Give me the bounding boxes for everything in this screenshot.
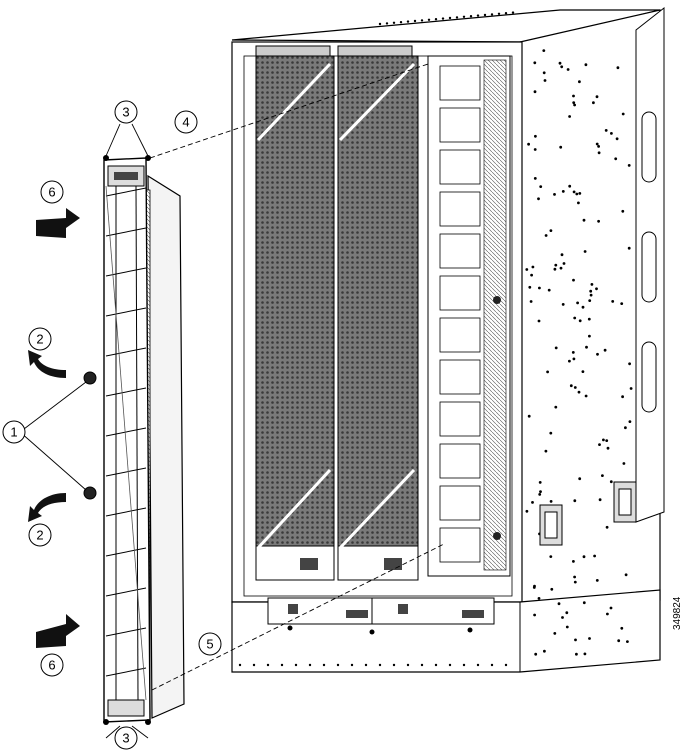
svg-text:5: 5	[206, 637, 213, 652]
rotate-arrow-icon	[28, 493, 66, 522]
callout-3-top: 3	[114, 100, 138, 124]
svg-text:1: 1	[10, 425, 17, 440]
alignment-guides	[149, 63, 445, 691]
fan-tray-assembly	[83, 155, 185, 725]
push-arrow-icon	[36, 614, 80, 648]
fan-tray-front-panel	[103, 157, 151, 723]
push-arrow-icon	[36, 208, 80, 238]
chassis-rivets	[238, 11, 633, 667]
callout-2-top: 2	[28, 327, 52, 351]
fan-bay-slot	[427, 55, 511, 577]
svg-text:2: 2	[36, 332, 43, 347]
callout-2-bottom: 2	[28, 523, 52, 547]
svg-text:3: 3	[122, 105, 129, 120]
svg-text:4: 4	[182, 115, 189, 130]
captive-screw-icon	[83, 371, 97, 385]
fan-tray-grille-frame	[105, 185, 147, 701]
captive-screw-icon	[83, 486, 97, 500]
side-panel-slots	[539, 111, 657, 546]
svg-text:6: 6	[48, 658, 55, 673]
svg-text:6: 6	[48, 185, 55, 200]
callout-6-bottom: 6	[40, 653, 64, 677]
line-card-right	[337, 45, 419, 581]
rotate-arrow-icon	[28, 350, 66, 378]
callout-6-top: 6	[40, 180, 64, 204]
callout-1: 1	[2, 420, 26, 444]
svg-text:3: 3	[122, 731, 129, 746]
callout-leader-lines	[19, 123, 149, 739]
svg-text:2: 2	[36, 528, 43, 543]
bottom-power-modules	[267, 597, 495, 635]
callout-5: 5	[198, 632, 222, 656]
callout-4: 4	[174, 110, 198, 134]
line-card-left	[255, 45, 335, 581]
callout-3-bottom: 3	[114, 726, 138, 750]
figure-id-label: 349824	[672, 596, 683, 630]
